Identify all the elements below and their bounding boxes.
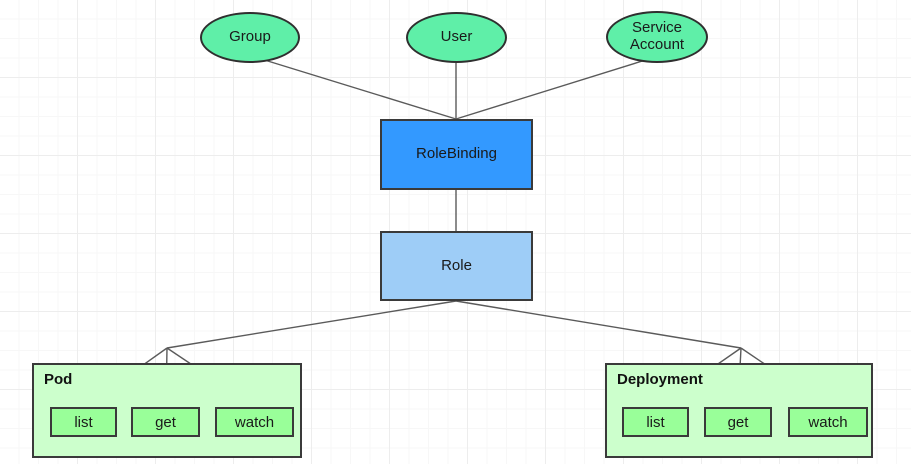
- node-group-label: Group: [229, 28, 271, 46]
- node-user-label: User: [440, 28, 473, 46]
- verb-pod-list[interactable]: list: [50, 407, 117, 437]
- group-pod-title: Pod: [44, 371, 73, 388]
- edge-role-to-deployment: [455, 300, 742, 349]
- group-deployment-title: Deployment: [617, 371, 703, 388]
- verb-deployment-watch-label: watch: [808, 413, 848, 431]
- node-rolebinding-label: RoleBinding: [416, 145, 497, 163]
- edge-service-account-to-rolebinding: [455, 57, 653, 120]
- verb-deployment-get[interactable]: get: [704, 407, 772, 437]
- verb-pod-watch[interactable]: watch: [215, 407, 294, 437]
- verb-deployment-list-label: list: [646, 413, 665, 431]
- verb-pod-watch-label: watch: [234, 413, 275, 431]
- edge-role-to-pod: [166, 300, 457, 349]
- verb-deployment-list[interactable]: list: [622, 407, 689, 437]
- node-user[interactable]: User: [406, 12, 507, 63]
- verb-pod-list-label: list: [74, 413, 93, 431]
- verb-pod-get[interactable]: get: [131, 407, 200, 437]
- edge-group-to-rolebinding: [257, 57, 457, 120]
- node-role[interactable]: Role: [380, 231, 533, 301]
- node-service-account[interactable]: Service Account: [606, 11, 708, 63]
- node-role-label: Role: [441, 256, 472, 274]
- node-group[interactable]: Group: [200, 12, 300, 63]
- verb-deployment-watch[interactable]: watch: [788, 407, 868, 437]
- node-rolebinding[interactable]: RoleBinding: [380, 119, 533, 190]
- verb-deployment-get-label: get: [727, 413, 749, 431]
- node-service-account-label: Service Account: [629, 19, 685, 53]
- verb-pod-get-label: get: [155, 413, 176, 431]
